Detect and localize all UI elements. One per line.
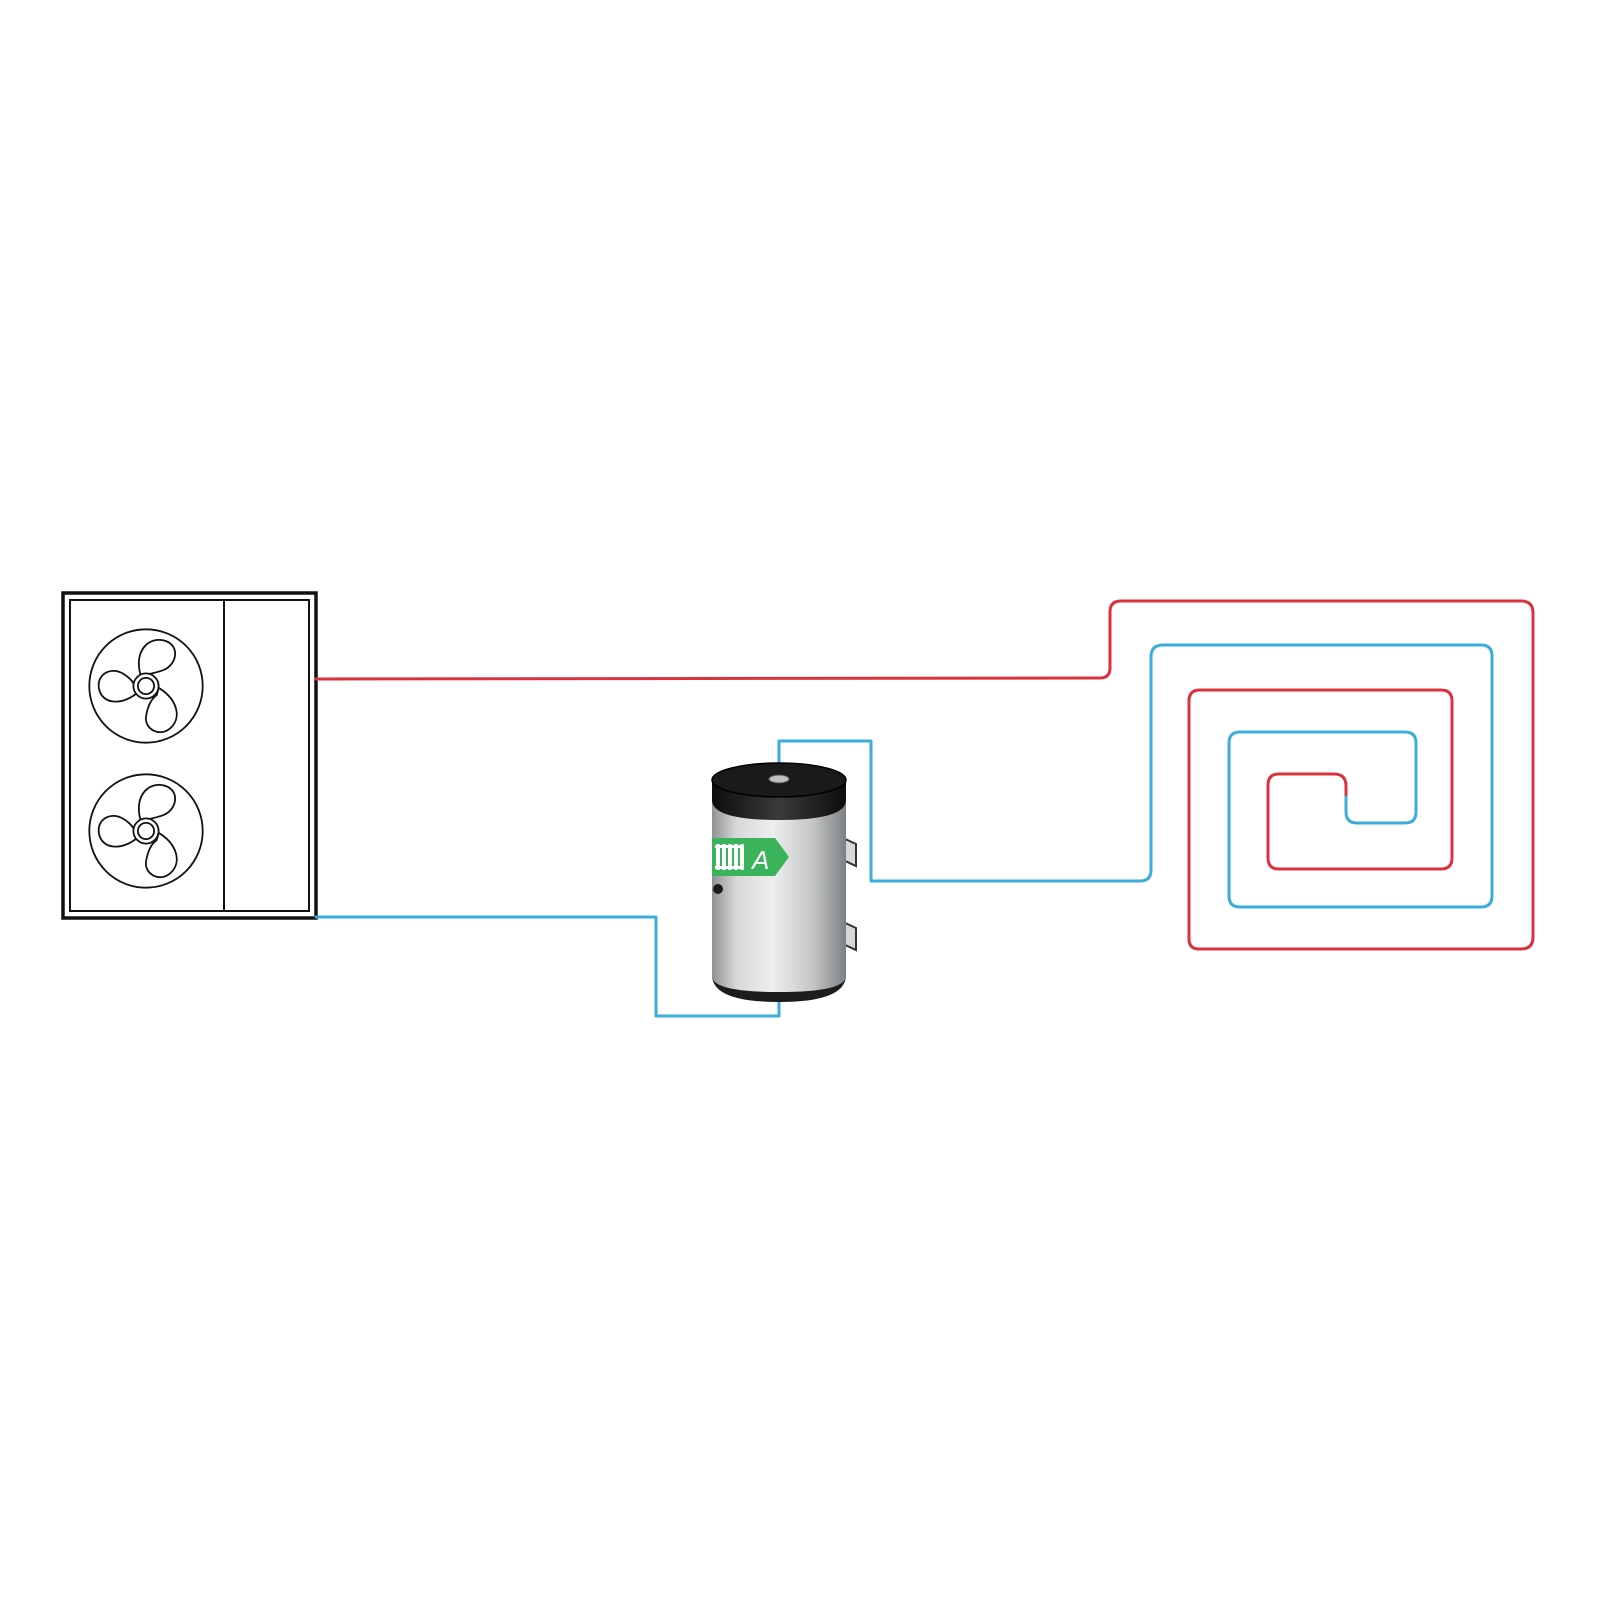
- energy-rating-label: A: [712, 838, 789, 876]
- unit-inner-frame: [69, 599, 310, 912]
- fan-icon: [88, 628, 204, 744]
- unit-outer-frame: [61, 591, 318, 920]
- tank-top-port: [768, 774, 790, 784]
- cold-return-pipe-upper: [777, 643, 1494, 909]
- pipework: [314, 599, 1535, 1018]
- tank-body: [712, 795, 846, 992]
- tank-side-port: [713, 884, 723, 894]
- energy-class-label: A: [750, 845, 769, 875]
- fan-icon: [88, 773, 204, 889]
- hot-water-cylinder: A: [711, 762, 857, 1002]
- outdoor-heat-pump-unit: [61, 591, 318, 920]
- cold-return-pipe-lower: [314, 915, 781, 1018]
- radiator-icon: [715, 844, 744, 870]
- hot-flow-pipe: [314, 599, 1535, 951]
